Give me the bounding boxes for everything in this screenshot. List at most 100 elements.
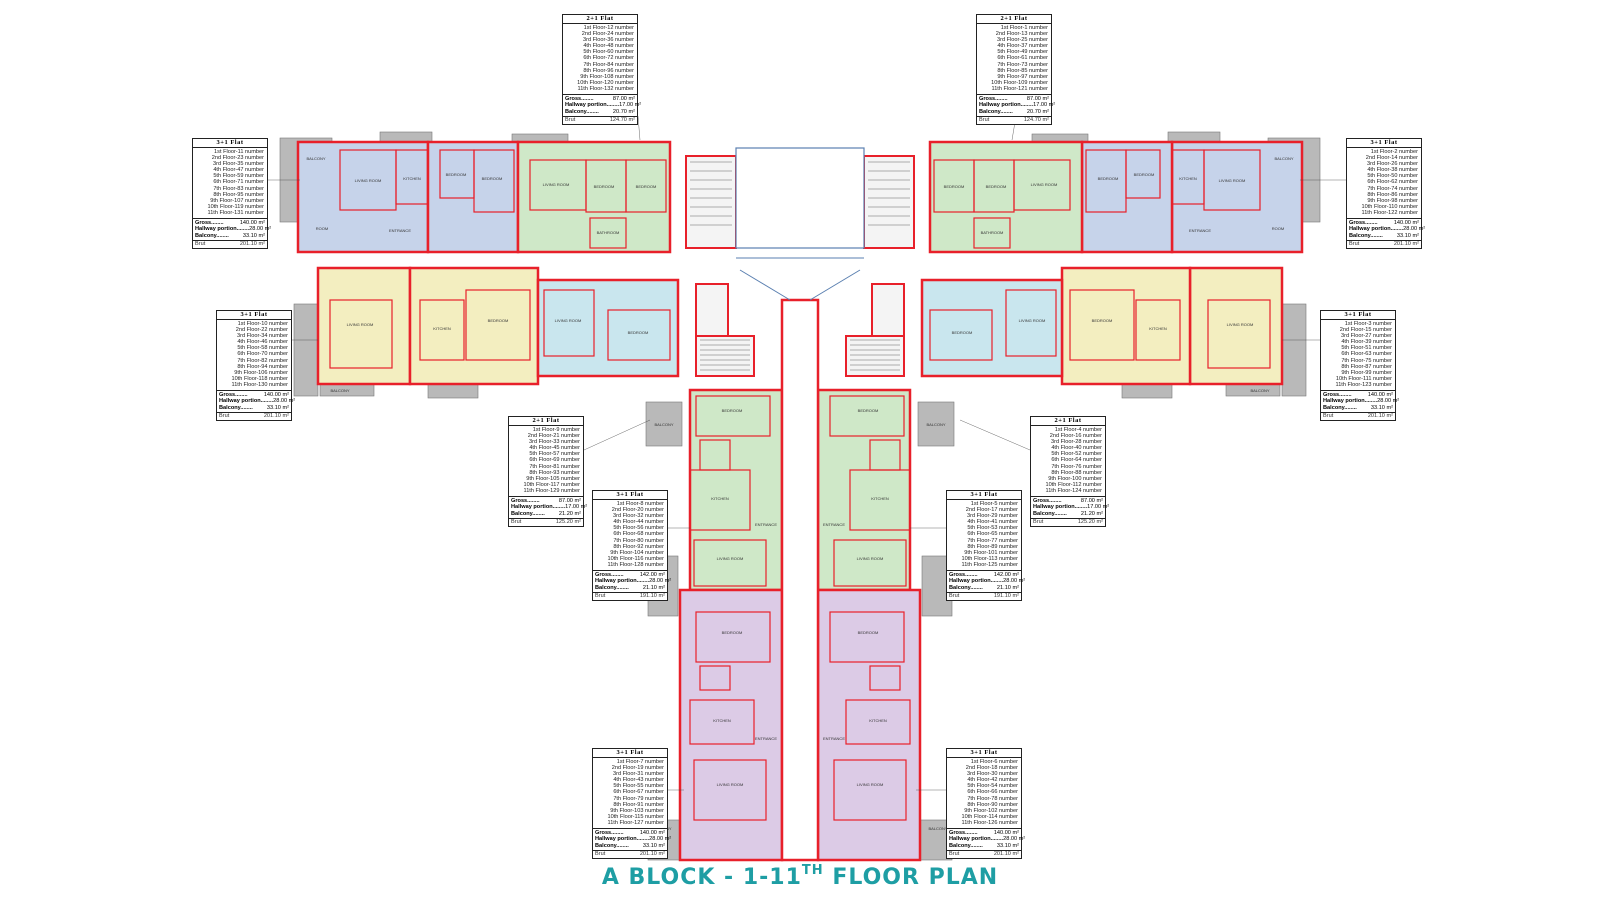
room-label: BEDROOM [858, 408, 879, 413]
room-wall [693, 539, 767, 587]
balcony [917, 401, 955, 447]
floor-number-item: 1st Floor-5 number [970, 501, 1018, 507]
floor-number-item: 9th Floor-103 number [610, 807, 664, 814]
floor-number-item: 4th Floor-44 number [613, 519, 664, 526]
area-label: Hallway portion........ [1349, 226, 1404, 233]
floor-number-item: 2nd Floor-18 number [965, 765, 1018, 772]
area-row: Hallway portion........28.00 m² [195, 226, 271, 232]
room-label: LIVING ROOM [717, 556, 744, 561]
brut-label: Brut [195, 241, 206, 248]
area-label: Hallway portion........ [1033, 504, 1088, 511]
area-row: Hallway portion........17.00 m² [979, 102, 1055, 108]
area-label: Gross........ [1033, 498, 1062, 505]
floor-number-item: 9th Floor-104 number [610, 549, 664, 556]
apartment-unit [928, 140, 1084, 254]
area-value: 33.10 m² [996, 842, 1019, 849]
info-leader-lines [268, 115, 1346, 791]
apartment-unit [1188, 266, 1284, 386]
floor-number-item: 1st Floor-6 number [970, 759, 1018, 765]
floor-number-item: 9th Floor-101 number [964, 549, 1018, 556]
floor-number-item: 11th Floor-121 number [991, 85, 1049, 92]
brut-value: 125.20 m² [1077, 519, 1103, 526]
apartment-unit [296, 140, 430, 254]
floor-number-item: 3rd Floor-33 number [529, 439, 580, 446]
floor-number-item: 7th Floor-79 number [613, 795, 664, 802]
area-value: 87.00 m² [558, 498, 581, 505]
area-value: 140.00 m² [263, 392, 289, 399]
floor-number-item: 9th Floor-107 number [210, 197, 264, 204]
room-label: BEDROOM [1092, 318, 1113, 323]
floor-number-item: 4th Floor-46 number [237, 339, 288, 346]
floor-number-item: 8th Floor-90 number [967, 801, 1018, 808]
apartment-unit [688, 388, 784, 592]
area-label: Balcony........ [1323, 404, 1357, 411]
brut-value: 201.10 m² [239, 241, 265, 248]
area-row: Gross........142.00 m² [595, 572, 665, 578]
area-row: Balcony........21.10 m² [949, 585, 1019, 591]
area-row: Balcony........20.70 m² [979, 109, 1049, 115]
area-row: Hallway portion........28.00 m² [949, 578, 1025, 584]
room-wall [849, 469, 911, 531]
area-row: Gross........140.00 m² [195, 220, 265, 226]
floor-number-item: 7th Floor-73 number [997, 61, 1048, 68]
room-label: BEDROOM [722, 408, 743, 413]
floor-number-item: 2nd Floor-14 number [1365, 155, 1418, 162]
room-wall [693, 759, 767, 821]
room-label: BEDROOM [488, 318, 509, 323]
floor-number-item: 2nd Floor-20 number [611, 507, 664, 514]
room-label: LIVING ROOM [355, 178, 382, 183]
area-value: 21.10 m² [642, 584, 665, 591]
room-label: LIVING ROOM [555, 318, 582, 323]
floor-number-item: 2nd Floor-22 number [235, 327, 288, 334]
room-wall [395, 149, 429, 205]
area-label: Balcony........ [949, 842, 983, 849]
room-wall [625, 159, 667, 213]
floor-number-item: 11th Floor-122 number [1361, 209, 1419, 216]
room-wall [933, 159, 975, 213]
room-label: LIVING ROOM [857, 782, 884, 787]
brut-area-row: Brut 201.10 m² [193, 240, 267, 248]
brut-label: Brut [511, 519, 522, 526]
floor-number-item: 10th Floor-120 number [577, 79, 634, 86]
floor-number-item: 10th Floor-113 number [961, 555, 1019, 562]
floor-number-item: 11th Floor-128 number [607, 561, 665, 568]
area-value: 140.00 m² [639, 830, 665, 837]
area-value: 28.00 m² [249, 226, 272, 233]
unit-type-title: 2+1 Flat [509, 417, 583, 426]
balcony [293, 303, 319, 397]
apartment-unit [516, 140, 672, 254]
brut-value: 125.20 m² [555, 519, 581, 526]
room-wall [689, 699, 755, 745]
floor-number-item: 3rd Floor-30 number [967, 771, 1018, 778]
room-wall [1005, 289, 1057, 357]
room-label: ENTRANCE [1189, 228, 1211, 233]
floor-number-item: 11th Floor-126 number [961, 819, 1019, 826]
lift-shaft [871, 283, 905, 337]
area-value: 21.20 m² [558, 510, 581, 517]
area-row: Gross........140.00 m² [595, 830, 665, 836]
floor-number-item: 1st Floor-8 number [616, 501, 664, 507]
area-value: 140.00 m² [1393, 220, 1419, 227]
floor-number-item: 8th Floor-92 number [613, 543, 664, 550]
room-label: KITCHEN [713, 718, 731, 723]
balcony [1281, 303, 1307, 397]
apartment-unit [1060, 266, 1192, 386]
floor-number-item: 9th Floor-108 number [580, 73, 634, 80]
floor-number-item: 6th Floor-70 number [237, 351, 288, 358]
area-label: Balcony........ [595, 584, 629, 591]
unit-type-title: 3+1 Flat [947, 491, 1021, 500]
room-label: LIVING ROOM [1019, 318, 1046, 323]
floor-number-item: 7th Floor-83 number [213, 185, 264, 192]
floor-number-item: 5th Floor-59 number [213, 173, 264, 180]
